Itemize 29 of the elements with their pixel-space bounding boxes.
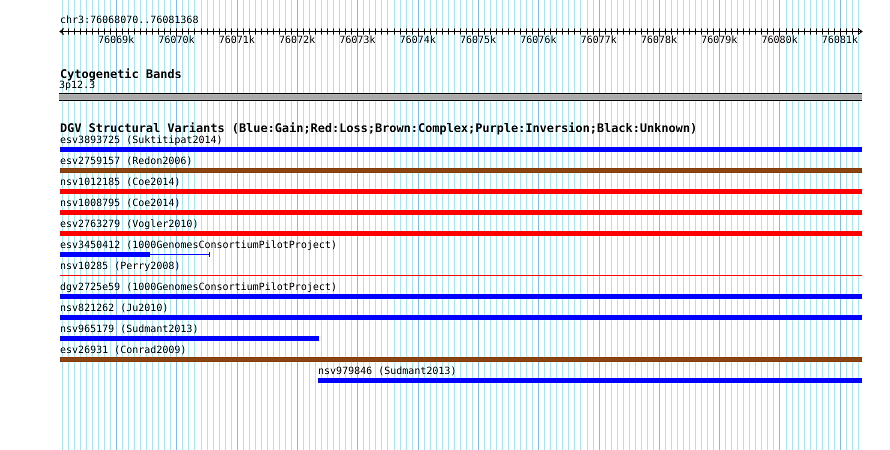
variant-label: esv2763279 (Vogler2010) [60, 219, 198, 231]
tick-label: 76070k [158, 35, 195, 47]
tick-label: 76079k [701, 35, 738, 47]
variant-label: dgv2725e59 (1000GenomesConsortiumPilotProject) [60, 282, 337, 294]
variant-label: esv2759157 (Redon2006) [60, 156, 192, 168]
track-title: Cytogenetic Bands [60, 68, 182, 81]
tick-label: 76071k [218, 35, 255, 47]
variant-label: nsv1012185 (Coe2014) [60, 177, 180, 189]
tick-label: 76073k [339, 35, 376, 47]
tick-label: 76078k [640, 35, 677, 47]
coordinate-range: chr3:76068070..76081368 [60, 15, 198, 27]
variant-label: nsv1008795 (Coe2014) [60, 198, 180, 210]
tick-label: 76069k [98, 35, 134, 47]
variant-label: nsv821262 (Ju2010) [60, 303, 168, 315]
tick-label: 76076k [520, 35, 556, 47]
tick-label: 76072k [279, 35, 316, 47]
variant-label: nsv10285 (Perry2008) [60, 261, 180, 273]
band-label: 3p12.3 [59, 80, 96, 92]
tick-label: 76080k [761, 35, 798, 47]
tick-label: 76074k [400, 35, 436, 47]
variant-label: nsv979846 (Sudmant2013) [318, 366, 456, 378]
track-title: DGV Structural Variants (Blue:Gain;Red:Loss;Brown:Complex;Purple:Inversion;Black:Unknown) [60, 122, 698, 135]
tick-label: 76081k [822, 35, 858, 47]
variant-label: esv3893725 (Suktitipat2014) [60, 135, 223, 147]
tick-label: 76075k [460, 35, 496, 47]
variant-label: esv3450412 (1000GenomesConsortiumPilotProject) [60, 240, 337, 252]
variant-label: nsv965179 (Sudmant2013) [60, 324, 198, 336]
variant-label: esv26931 (Conrad2009) [60, 345, 186, 357]
tick-label: 76077k [580, 35, 617, 47]
